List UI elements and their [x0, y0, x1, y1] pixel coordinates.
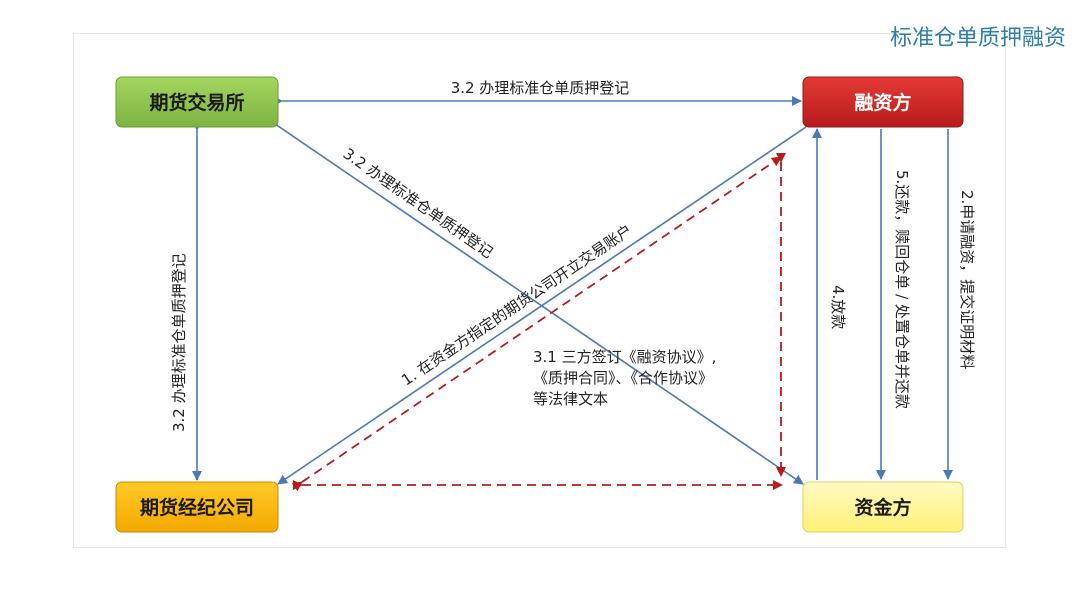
node-broker: 期货经纪公司 — [115, 481, 279, 533]
label-exchange-funder: 3.2 办理标准仓单质押登记 — [340, 145, 497, 262]
node-broker-label: 期货经纪公司 — [140, 496, 254, 519]
label-tripartite-line1: 3.1 三方签订《融资协议》, — [533, 348, 716, 366]
node-financer-label: 融资方 — [854, 91, 911, 114]
label-apply: 2.申请融资，提交证明材料 — [958, 190, 976, 369]
dashed-broker-financer — [291, 156, 782, 492]
label-exchange-broker: 3.2 办理标准仓单质押登记 — [170, 253, 188, 432]
label-loan: 4.放款 — [829, 285, 847, 329]
label-repay: 5.还款，赎回仓单 / 处置仓单并还款 — [893, 170, 911, 409]
label-exchange-financer: 3.2 办理标准仓单质押登记 — [451, 79, 630, 97]
label-tripartite-line2: 《质押合同》、《合作协议》 — [533, 369, 713, 387]
label-tripartite-line3: 等法律文本 — [533, 390, 608, 408]
node-exchange: 期货交易所 — [115, 76, 279, 128]
node-financer: 融资方 — [802, 76, 964, 128]
page-title: 标准仓单质押融资 — [890, 26, 1067, 51]
diagram-frame — [73, 33, 1006, 548]
node-funder: 资金方 — [802, 481, 964, 533]
node-exchange-label: 期货交易所 — [149, 91, 244, 114]
node-funder-label: 资金方 — [854, 496, 911, 519]
